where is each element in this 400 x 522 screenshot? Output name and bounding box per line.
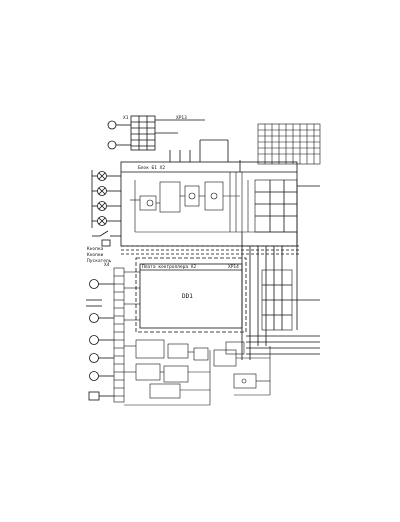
label-caption-c: Пускатель — [87, 259, 112, 264]
label-center-device: DD1 — [182, 293, 193, 300]
right-bus — [241, 232, 320, 360]
label-block-a: Блок Б1 Х2 — [138, 166, 166, 171]
connector-grid-top-right — [257, 123, 321, 165]
bottom-ic-cluster — [124, 339, 211, 406]
label-caption-b: Кнопки — [87, 253, 104, 258]
right-block — [254, 179, 320, 233]
block-a-frame — [120, 139, 298, 247]
component-clusters — [130, 172, 297, 233]
label-caption-a: Кнопка — [87, 247, 104, 252]
label-connector-x1: X1 — [123, 116, 129, 121]
lamps-column — [91, 170, 121, 228]
bus-dashed — [121, 245, 300, 255]
left-sensors — [86, 279, 114, 401]
label-block-b: Плата контроллера A2 — [142, 265, 197, 270]
switch-left-mid — [92, 230, 121, 247]
relay-coils — [107, 120, 131, 150]
bottom-right-assemblies — [213, 341, 271, 396]
connector-x1-table — [130, 115, 205, 151]
label-connector-x4: X4 — [104, 263, 110, 268]
label-block-b-ref: XP14 — [228, 265, 239, 270]
right-leads — [246, 335, 320, 355]
label-connector-xp13: XP13 — [176, 116, 187, 121]
terminal-strip-left — [113, 267, 140, 403]
